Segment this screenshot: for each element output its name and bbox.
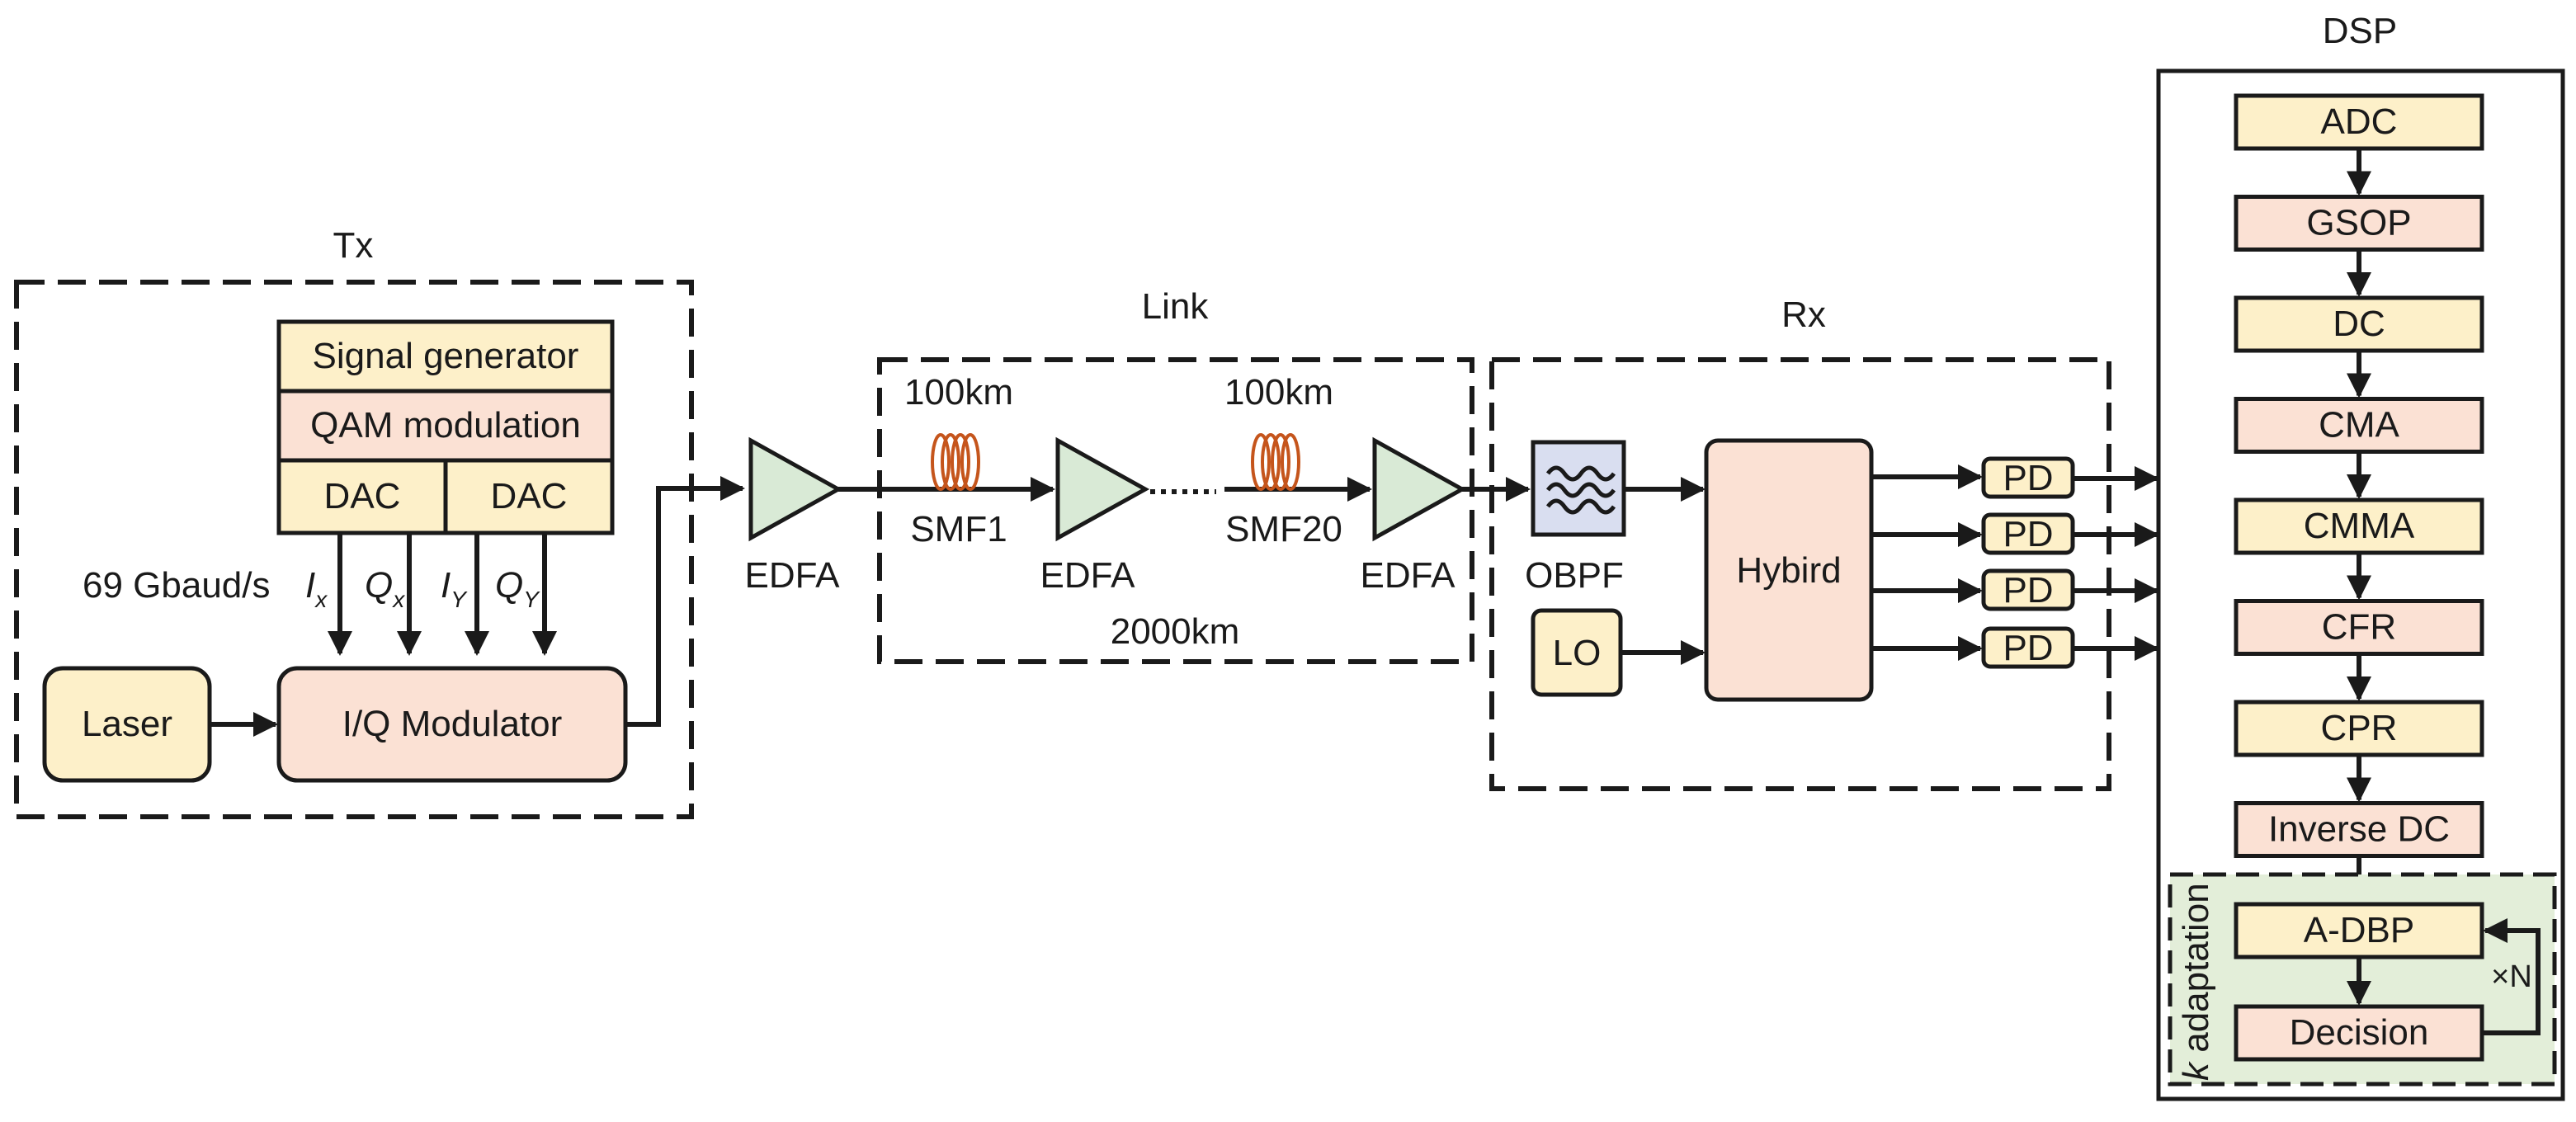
dsp-frame: [2156, 68, 2565, 1101]
ix-label: Ix: [305, 565, 328, 612]
rx-frame: [1489, 357, 2111, 791]
dsp-step-dc-block: [2234, 295, 2484, 353]
tx-output-arrow: [625, 476, 745, 727]
dsp-step-cmma-label: CMMA: [2304, 506, 2415, 546]
decision-label: Decision: [2290, 1012, 2429, 1053]
smf20-label: SMF20: [1225, 509, 1342, 549]
span20-length: 100km: [1224, 372, 1333, 412]
dac-block-1: [276, 458, 448, 535]
edfa-2: [1055, 436, 1150, 542]
qy-label: QY: [495, 565, 540, 612]
tx-frame: [14, 280, 694, 819]
lo-label: LO: [1553, 633, 1602, 673]
pd-label-2: PD: [2003, 514, 2053, 554]
adbp-label: A-DBP: [2304, 910, 2414, 950]
smf1-label: SMF1: [910, 509, 1007, 549]
dac-label-1: DAC: [324, 476, 401, 516]
span1-length: 100km: [904, 372, 1013, 412]
dsp-step-adc-block: [2234, 93, 2484, 151]
link-frame: [877, 357, 1474, 664]
pd-label-1: PD: [2003, 458, 2053, 498]
dsp-step-cfr-block: [2234, 599, 2484, 656]
edfa-3-label: EDFA: [1361, 555, 1456, 596]
iq-modulator-label: I/Q Modulator: [342, 704, 563, 744]
fiber-spool-1: [931, 433, 980, 491]
qam-modulation-label: QAM modulation: [310, 405, 581, 446]
fiber-spool-20: [1251, 433, 1300, 491]
dsp-step-cmma-block: [2234, 497, 2484, 555]
dac-label-2: DAC: [491, 476, 568, 516]
edfa-1-label: EDFA: [745, 555, 841, 596]
dsp-step-gsop-label: GSOP: [2306, 203, 2411, 243]
baud-rate-label: 69 Gbaud/s: [83, 565, 271, 606]
hybrid-label: Hybird: [1736, 550, 1841, 591]
edfa-1: [748, 436, 843, 542]
laser-label: Laser: [82, 704, 172, 744]
dsp-step-cma-label: CMA: [2319, 405, 2399, 446]
rx-title: Rx: [1781, 295, 1826, 335]
dsp-step-inverse-dc-block: [2234, 801, 2484, 858]
iy-label: IY: [441, 565, 468, 612]
qam-modulation-block: [276, 389, 615, 463]
edfa-2-label: EDFA: [1040, 555, 1136, 596]
dsp-step-dc-label: DC: [2333, 304, 2385, 344]
dac-block-2: [443, 458, 615, 535]
dsp-title: DSP: [2323, 11, 2397, 51]
dsp-step-adc-label: ADC: [2321, 101, 2398, 142]
tx-title: Tx: [333, 225, 374, 266]
edfa-3: [1372, 436, 1467, 542]
signal-generator-label: Signal generator: [313, 336, 579, 376]
pd-label-4: PD: [2003, 628, 2053, 668]
iterations-label: ×N: [2491, 959, 2532, 994]
dsp-step-cfr-label: CFR: [2322, 607, 2396, 648]
filter-wave-icon: [1545, 465, 1616, 515]
dsp-step-cpr-label: CPR: [2321, 708, 2398, 748]
adbp-block: [2234, 902, 2484, 959]
dsp-step-inverse-dc-label: Inverse DC: [2268, 809, 2450, 850]
dsp-step-cma-block: [2234, 397, 2484, 454]
dsp-pipeline: ADC GSOP DC CMA CMMA CFR CPR Inverse DC: [2234, 93, 2484, 903]
k-adaptation-label: k adaptation: [2176, 883, 2216, 1081]
link-title: Link: [1142, 286, 1210, 327]
hybrid-block: [1704, 438, 1874, 702]
link-total-length: 2000km: [1111, 611, 1240, 652]
pd-label-3: PD: [2003, 570, 2053, 610]
qx-label: Qx: [365, 565, 405, 612]
obpf-label: OBPF: [1525, 555, 1624, 596]
decision-block: [2234, 1004, 2484, 1062]
iteration-feedback-arrow: [2482, 918, 2541, 1035]
